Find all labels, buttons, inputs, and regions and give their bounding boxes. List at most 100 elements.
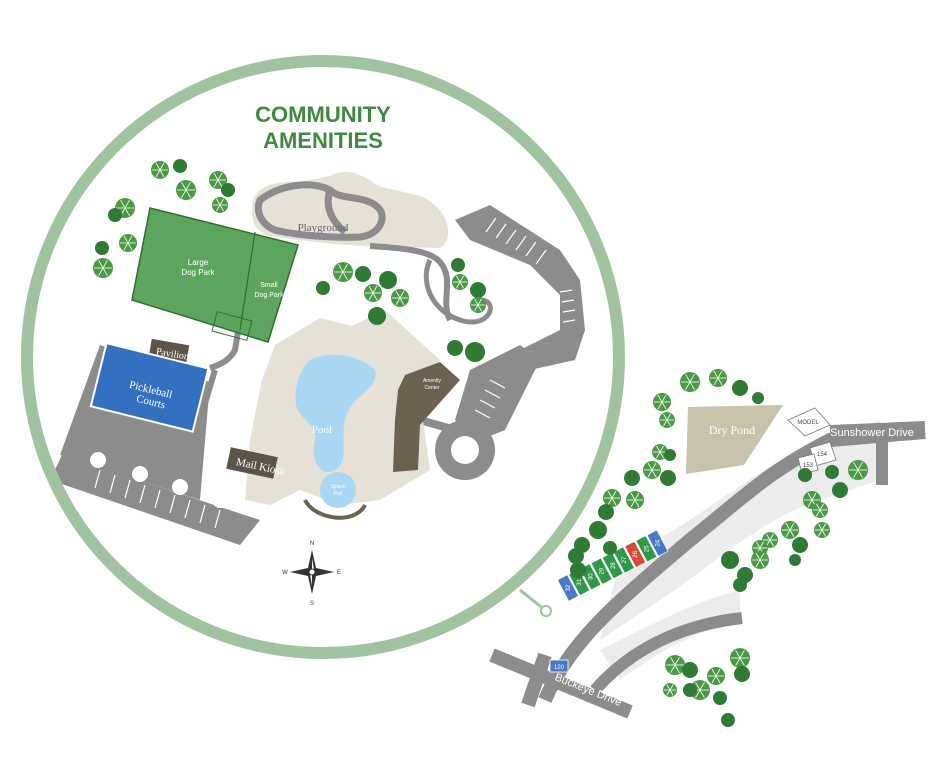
amenity-center xyxy=(393,362,460,472)
pickleball-courts xyxy=(89,341,210,433)
tree-icon xyxy=(176,180,196,200)
tree-icon xyxy=(709,369,727,387)
tree-icon xyxy=(663,683,677,697)
tree-icon xyxy=(653,393,671,411)
parking-stripes xyxy=(474,217,576,419)
tree-icon xyxy=(379,271,397,289)
tree-icon xyxy=(221,183,235,197)
walking-path xyxy=(423,258,493,325)
parking-lot-north xyxy=(455,205,585,370)
subdivision-area: Dry Pond MODEL 154 153 120 3231302928272… xyxy=(489,369,926,727)
lot-120[interactable] xyxy=(549,659,569,673)
lot-number: 29 xyxy=(600,567,606,574)
compass-e: E xyxy=(337,570,341,576)
tree-icon xyxy=(603,541,617,555)
amenities-inset: Playground Large Dog Park Small Dog Park xyxy=(50,159,585,545)
amenity-center-label-1: Amenity xyxy=(423,378,442,384)
tree-icon xyxy=(465,342,485,362)
tree-icon xyxy=(660,470,676,486)
tree-icon xyxy=(368,307,386,325)
parking-islands xyxy=(90,452,228,508)
tree-icon xyxy=(364,284,382,302)
compass-w: W xyxy=(282,570,288,576)
compass-n: N xyxy=(310,541,314,547)
tree-icon xyxy=(792,537,808,553)
large-dog-park-label-2: Dog Park xyxy=(181,268,215,277)
tree-icon xyxy=(151,161,169,179)
lot-120-label: 120 xyxy=(554,665,565,671)
lot-32[interactable]: 32 xyxy=(557,574,579,602)
roundabout-island xyxy=(451,436,479,464)
dry-pond-label: Dry Pond xyxy=(709,423,755,437)
lot-number: 32 xyxy=(566,584,572,591)
tree-icon xyxy=(643,461,661,479)
connector-line xyxy=(519,588,546,612)
tree-icon xyxy=(733,578,747,592)
mail-kiosk xyxy=(226,447,278,479)
tree-icon xyxy=(682,662,698,678)
tree-icon xyxy=(470,282,486,298)
tree-icon xyxy=(734,666,750,682)
lot-29[interactable]: 29 xyxy=(590,557,613,585)
tree-icon xyxy=(825,465,839,479)
tree-icon xyxy=(664,449,676,461)
tree-icon xyxy=(93,258,113,278)
tree-icon xyxy=(355,266,371,282)
lot-number: 28 xyxy=(611,562,617,569)
lot-number: 26 xyxy=(633,550,639,557)
splash-pad xyxy=(320,472,356,508)
dog-park xyxy=(131,207,299,343)
lot-number: 27 xyxy=(622,556,628,563)
main-road xyxy=(538,425,926,703)
dry-pond xyxy=(686,405,783,474)
lot-27[interactable]: 27 xyxy=(613,546,635,574)
sunshower-drive-label: Sunshower Drive xyxy=(830,427,914,439)
tree-icon xyxy=(589,521,607,539)
lot-24[interactable]: 24 xyxy=(646,529,669,557)
compass-icon: N S E W xyxy=(282,541,341,607)
tree-icon xyxy=(470,297,486,313)
lot-25[interactable]: 25 xyxy=(635,535,658,563)
drive xyxy=(418,416,457,434)
tree-icon xyxy=(108,208,122,222)
small-dog-park-label-1: Small xyxy=(260,282,278,289)
tree-icon xyxy=(626,491,644,509)
dog-park-gate xyxy=(211,311,253,341)
playground-area xyxy=(251,171,449,248)
lot-number: 24 xyxy=(656,539,662,546)
tree-icon xyxy=(752,392,764,404)
parking-stripes-south xyxy=(94,469,221,529)
lot-28[interactable]: 28 xyxy=(601,551,624,580)
circle-trees xyxy=(93,159,486,362)
tree-icon xyxy=(683,683,697,697)
tree-icon xyxy=(570,562,586,578)
tree-icon xyxy=(730,648,750,668)
secondary-road xyxy=(590,612,743,694)
tree-icon xyxy=(732,380,748,396)
tree-icon xyxy=(665,655,685,675)
title-line-1: COMMUNITY xyxy=(255,102,391,127)
compass-s: S xyxy=(310,601,314,607)
parking-lot-east xyxy=(455,345,540,440)
tree-icon xyxy=(798,468,812,482)
pool xyxy=(295,354,376,472)
buckeye-drive-road xyxy=(489,648,633,719)
tree-icon xyxy=(568,548,584,564)
tree-icon xyxy=(624,470,640,486)
tree-icon xyxy=(652,444,668,460)
tree-icon xyxy=(209,171,227,189)
walking-path xyxy=(369,243,453,322)
tree-icon xyxy=(603,489,621,507)
lot-154-label: 154 xyxy=(817,452,828,458)
tree-icon xyxy=(173,159,187,173)
south-parking xyxy=(50,455,260,545)
connector-dot xyxy=(540,605,552,617)
splash-pad-wall xyxy=(303,498,367,520)
tree-icon xyxy=(95,241,109,255)
tree-icon xyxy=(119,234,137,252)
lot-number: 31 xyxy=(577,578,583,585)
amenity-center-label-2: Center xyxy=(424,385,439,391)
tree-icon xyxy=(316,281,330,295)
tree-icon xyxy=(598,504,614,520)
lot-26[interactable]: 26 xyxy=(624,540,647,569)
